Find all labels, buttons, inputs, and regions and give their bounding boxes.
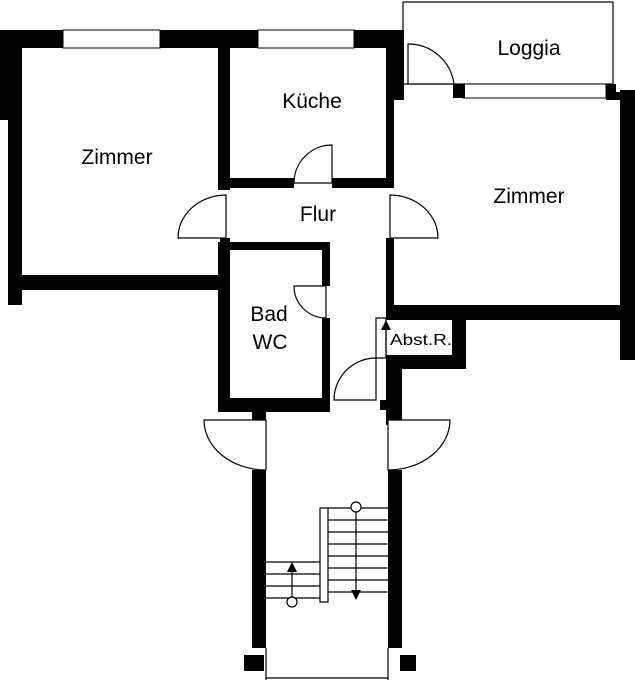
door-bad <box>293 285 327 319</box>
wall-loggia-door <box>453 84 465 98</box>
outer-walls <box>0 29 635 671</box>
wall-entrance-right-post <box>380 400 392 410</box>
wall-stair-left <box>252 470 266 648</box>
wall-bad-right-bottom <box>322 318 330 412</box>
wall-zimmer-kueche <box>218 30 230 190</box>
label-bad: Bad <box>250 303 287 326</box>
door-stair-right <box>387 419 451 471</box>
label-kueche: Küche <box>282 90 342 113</box>
door-zimmer-left <box>177 194 227 239</box>
wall-right-top <box>606 92 635 100</box>
label-flur: Flur <box>300 203 336 226</box>
wall-kueche-right <box>386 95 394 185</box>
loggia-window <box>462 83 607 99</box>
wall-bad-bottom <box>218 398 330 412</box>
arrow-down-icon <box>350 501 362 600</box>
label-abstellraum: Abst.R. <box>390 332 452 349</box>
wall-flur-top-right <box>332 178 394 188</box>
window-kueche <box>257 29 355 49</box>
wall-top-mid <box>160 30 258 48</box>
door-loggia <box>407 43 455 85</box>
door-stair-left <box>203 419 267 471</box>
wall-zimmer-left-bottom <box>8 275 230 290</box>
window-zimmer-left <box>62 29 161 49</box>
wall-right <box>620 90 635 360</box>
wall-flur-right <box>386 238 394 318</box>
wall-kueche-right-top <box>386 30 404 100</box>
label-wc: WC <box>253 331 288 354</box>
label-zimmer-right: Zimmer <box>493 185 564 208</box>
stair-right-flight <box>328 507 388 593</box>
wall-abst-bottom <box>386 355 466 369</box>
wall-left <box>8 30 22 305</box>
label-zimmer-left: Zimmer <box>81 146 152 169</box>
wall-entrance-left-post <box>252 408 266 420</box>
wall-zimmer-right-bottom <box>386 305 635 320</box>
wall-stair-right <box>388 470 402 648</box>
door-abst-arrow <box>381 320 391 330</box>
wall-entrance-right-stub <box>386 410 402 422</box>
wall-bad-left <box>218 242 230 412</box>
wall-stair-bottom-right <box>400 655 416 671</box>
label-loggia: Loggia <box>497 37 560 60</box>
door-entrance-inner <box>333 357 377 401</box>
arrow-up-icon <box>286 562 298 608</box>
stairwell <box>265 501 389 680</box>
stair-center-wall <box>319 507 329 603</box>
door-zimmer-right <box>389 194 439 239</box>
door-kueche <box>293 144 333 184</box>
wall-bad-right-top <box>322 242 330 286</box>
doors <box>177 43 455 471</box>
wall-flur-top-left <box>218 178 294 188</box>
wall-bad-top <box>220 242 330 250</box>
wall-stair-bottom-left <box>244 655 264 671</box>
